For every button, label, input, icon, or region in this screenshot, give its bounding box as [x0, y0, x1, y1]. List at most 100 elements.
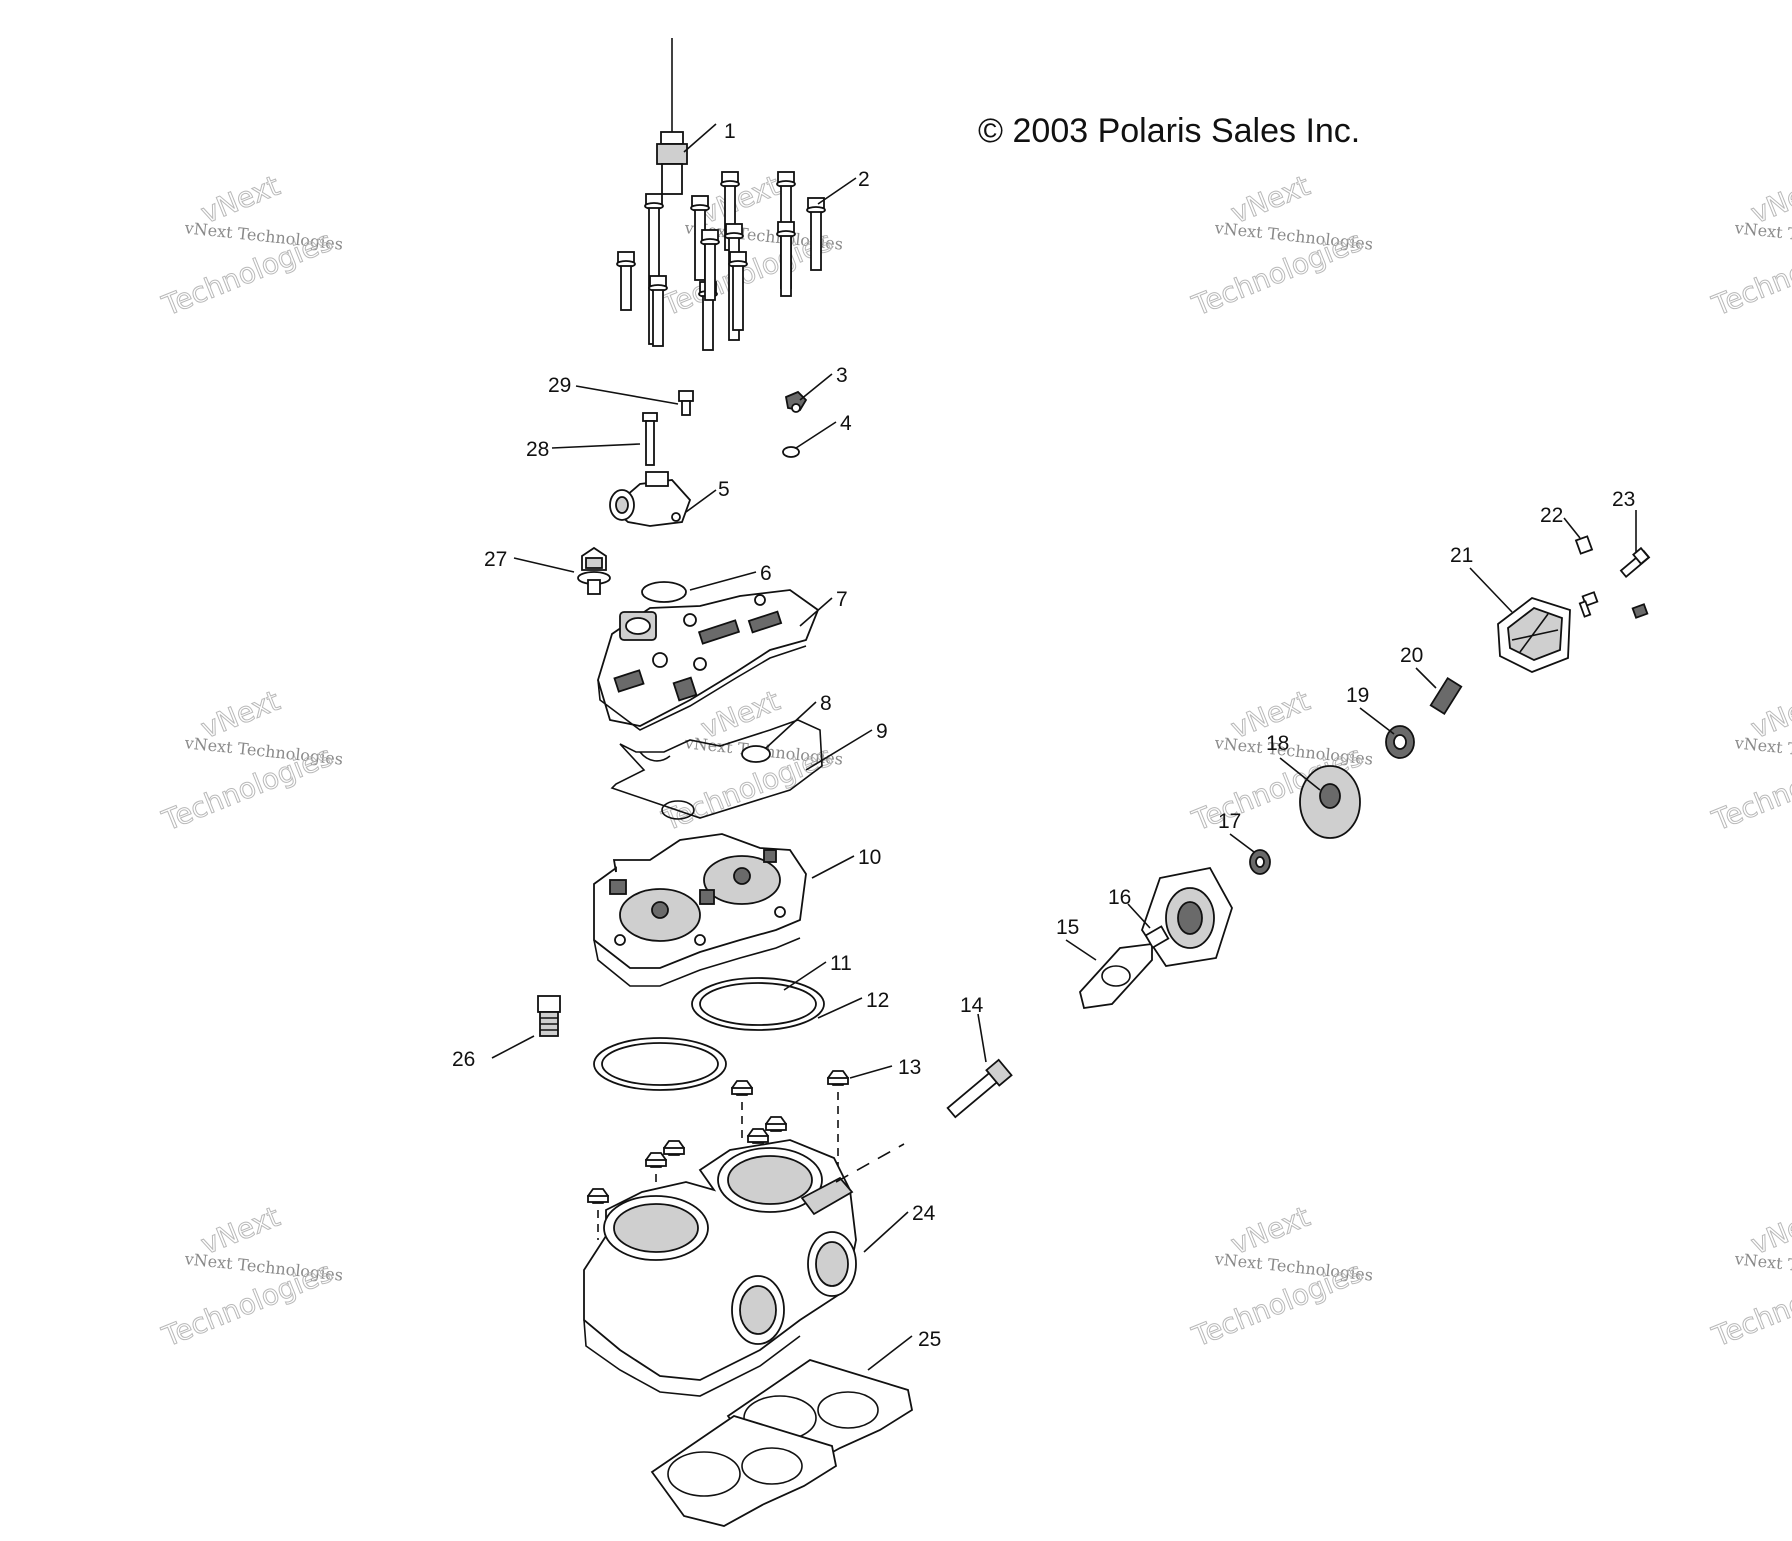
part-25-base-gasket: [650, 1359, 914, 1527]
callout-5: 5: [718, 478, 730, 501]
callout-leader: [849, 1065, 893, 1079]
part-18-impeller: [1299, 765, 1361, 839]
head-bolt: [648, 275, 668, 347]
callout-28: 28: [526, 438, 549, 461]
callout-2: 2: [858, 168, 870, 191]
cylinder-nut: [764, 1116, 788, 1132]
part-8-seal-ring: [741, 745, 771, 763]
callout-8: 8: [820, 692, 832, 715]
callout-3: 3: [836, 364, 848, 387]
callout-leader: [799, 597, 833, 627]
callout-22: 22: [1540, 504, 1563, 527]
callout-labels: 1 2 3 4 5 6 7 8 9 10 11 12 13 14 15 16 1…: [452, 120, 1635, 1351]
part-4-washer: [782, 446, 800, 458]
part-9-head-cover-gasket: [610, 719, 823, 820]
callout-18: 18: [1266, 732, 1289, 755]
part-22-screw: [1574, 535, 1599, 618]
callout-1: 1: [724, 120, 736, 143]
callout-11: 11: [830, 952, 852, 975]
callout-leader: [765, 701, 817, 749]
head-bolt: [728, 251, 748, 331]
cylinder-nut: [662, 1140, 686, 1156]
part-11-head-o-ring: [691, 977, 825, 1031]
part-10-cylinder-head: [593, 833, 807, 987]
part-24-cylinder-block: [583, 1139, 905, 1397]
callout-13: 13: [898, 1056, 921, 1079]
part-12-head-o-ring: [593, 1037, 727, 1091]
callout-leader: [1469, 567, 1513, 613]
callout-29: 29: [548, 374, 571, 397]
callout-leader: [867, 1335, 913, 1371]
part-2-head-bolts: [616, 171, 826, 351]
callout-leader: [1279, 757, 1321, 791]
callout-leader: [689, 571, 757, 591]
callout-leader: [817, 177, 857, 205]
callout-leader: [683, 123, 717, 153]
callout-27: 27: [484, 548, 507, 571]
callout-leader: [551, 443, 641, 449]
callout-leader: [783, 961, 827, 991]
head-bolt: [700, 229, 720, 301]
callout-7: 7: [836, 588, 848, 611]
cylinder-nut: [586, 1188, 610, 1204]
callout-25: 25: [918, 1328, 941, 1351]
head-bolt: [806, 197, 826, 271]
callout-leader: [685, 489, 717, 513]
callout-15: 15: [1056, 916, 1079, 939]
callout-16: 16: [1108, 886, 1131, 909]
part-5-thermostat-housing: [609, 471, 692, 527]
callout-12: 12: [866, 989, 889, 1012]
head-bolt: [776, 221, 796, 297]
callout-20: 20: [1400, 644, 1423, 667]
callout-leader: [799, 373, 833, 401]
cylinder-nut: [730, 1080, 754, 1096]
callout-leader: [575, 385, 679, 405]
watermark-line-2: vNext Technologies: [1733, 1249, 1792, 1285]
callout-leader: [1229, 833, 1255, 853]
callout-21: 21: [1450, 544, 1473, 567]
callout-24: 24: [912, 1202, 936, 1225]
part-7-head-cover: [597, 589, 820, 731]
part-3-nut: [784, 390, 808, 413]
callout-leader-lines: [491, 123, 1637, 1371]
callout-leader: [977, 1013, 987, 1063]
callout-9: 9: [876, 720, 888, 743]
callout-17: 17: [1218, 810, 1241, 833]
callout-leader: [1127, 903, 1151, 929]
part-28-pin: [642, 412, 658, 466]
part-29-screw: [678, 390, 694, 416]
cylinder-nut: [746, 1128, 770, 1144]
callout-leader: [1065, 939, 1097, 961]
part-23-bolt: [1619, 546, 1651, 619]
part-14-sensor: [946, 1058, 1013, 1119]
part-20-shaft-bolt: [1429, 676, 1463, 716]
part-21-pump-cover: [1497, 597, 1571, 673]
callout-leader: [811, 855, 855, 879]
callout-26: 26: [452, 1048, 475, 1071]
head-bolt: [616, 251, 636, 311]
part-17-seal: [1249, 849, 1271, 875]
callout-leader: [863, 1211, 909, 1253]
callout-leader: [513, 557, 575, 573]
copyright-notice: © 2003 Polaris Sales Inc.: [978, 112, 1361, 150]
callout-leader: [795, 421, 837, 449]
callout-14: 14: [960, 994, 984, 1017]
watermark-line-2: vNext Technologies: [1733, 733, 1792, 769]
watermark-line-2: vNext Technologies: [1733, 218, 1792, 254]
cylinder-nut: [826, 1070, 850, 1086]
part-15-pump-gasket: [1079, 942, 1153, 1010]
callout-6: 6: [760, 562, 772, 585]
part-16-pump-housing: [1141, 866, 1233, 967]
head-bolt: [720, 171, 740, 251]
